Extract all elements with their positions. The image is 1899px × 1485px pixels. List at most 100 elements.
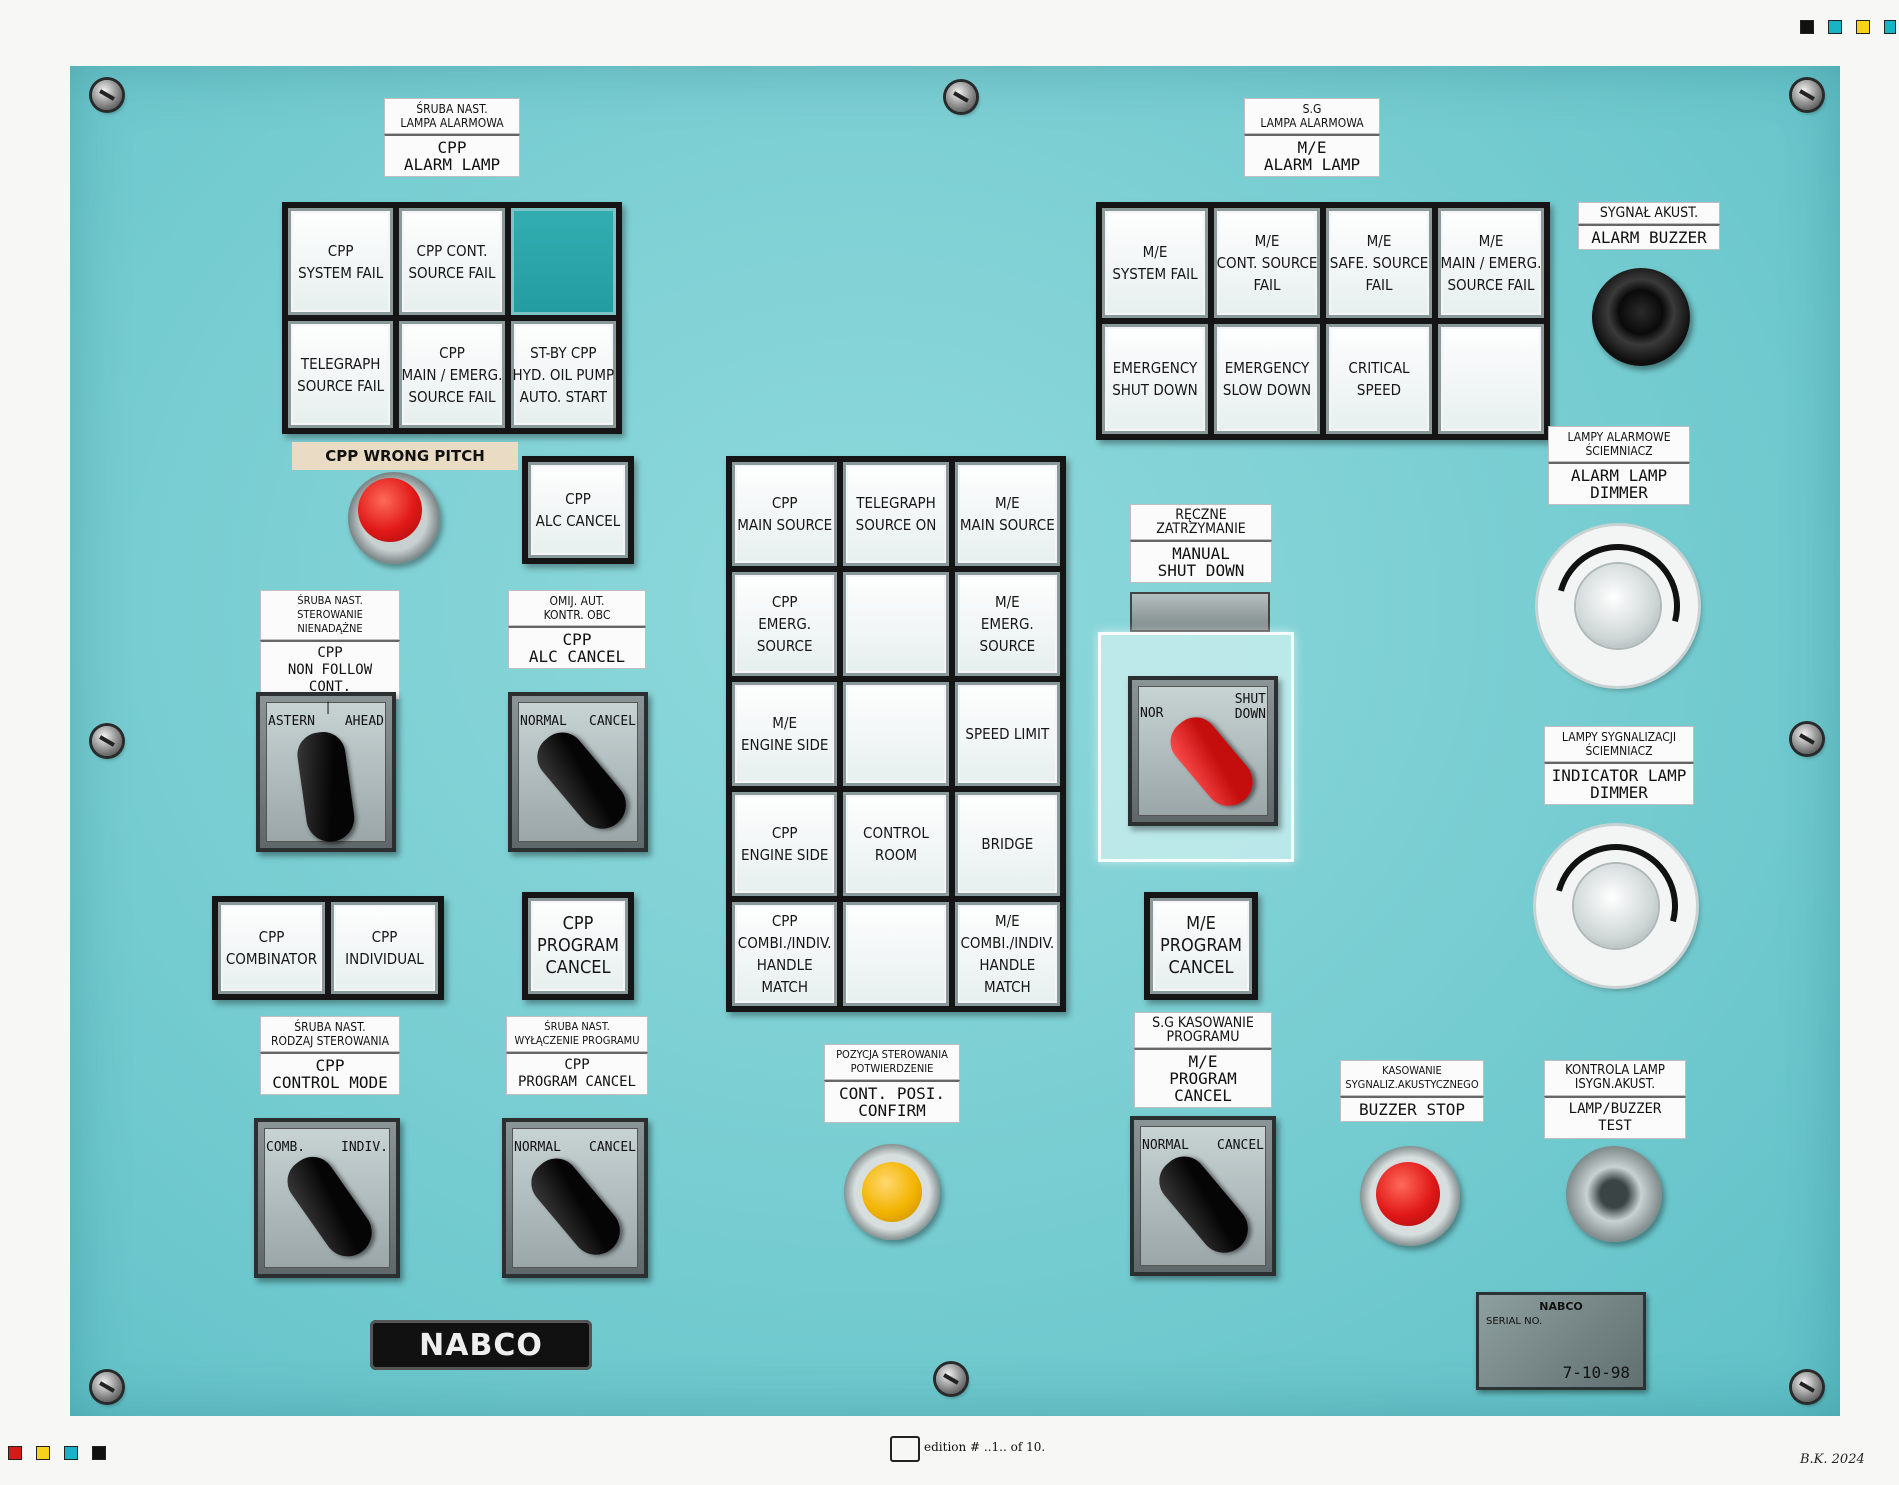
indicator-lamp-tile: EMERGENCY SHUT DOWN	[1102, 324, 1208, 434]
label-cpp-alarm-lamp: ŚRUBA NAST. LAMPA ALARMOWA CPP ALARM LAM…	[384, 98, 520, 177]
indicator-lamp-tile: BRIDGE	[954, 792, 1060, 896]
label-en: M/E ALARM LAMP	[1244, 134, 1380, 177]
dimmer-knob[interactable]	[1576, 564, 1660, 648]
registration-mark-yellow	[1856, 20, 1870, 34]
cover-hinge-plate	[1130, 592, 1270, 632]
label-me-program-cancel: S.G KASOWANIE PROGRAMU M/E PROGRAM CANCE…	[1134, 1012, 1272, 1108]
indicator-lamp-tile: M/E MAIN SOURCE	[954, 462, 1060, 566]
indicator-lamp-tile: CPP COMBI./INDIV. HANDLE MATCH	[732, 902, 838, 1006]
alarm-lamp-dimmer-knob[interactable]	[1533, 521, 1703, 691]
selector-right-label: SHUT DOWN	[1234, 692, 1266, 722]
indicator-lamp-tile: CRITICAL SPEED	[1326, 324, 1432, 434]
indicator-lamp-tile	[510, 208, 616, 315]
cpp-alc-cancel-selector[interactable]: NORMAL CANCEL	[508, 692, 648, 852]
screw	[92, 726, 122, 756]
label-pl: ŚRUBA NAST. RODZAJ STEROWANIA	[260, 1016, 400, 1052]
label-en: CPP PROGRAM CANCEL	[506, 1052, 648, 1095]
yellow-lamp-lens	[862, 1162, 922, 1222]
label-en: CONT. POSI. CONFIRM	[824, 1080, 960, 1123]
red-lamp-lens	[1376, 1162, 1440, 1226]
label-en: CPP CONTROL MODE	[260, 1052, 400, 1095]
registration-mark-black-2	[92, 1446, 106, 1460]
cpp-control-mode-selector[interactable]: COMB. INDIV.	[254, 1118, 400, 1278]
label-lamp-buzzer-test: KONTROLA LAMP ISYGN.AKUST. LAMP/BUZZER T…	[1544, 1060, 1686, 1139]
manual-shut-down-selector[interactable]: NOR SHUT DOWN	[1128, 676, 1278, 826]
indicator-lamp-tile: M/E CONT. SOURCE FAIL	[1214, 208, 1320, 318]
selector-right-label: CANCEL	[1217, 1138, 1264, 1153]
label-cpp-program-cancel: ŚRUBA NAST. WYŁĄCZENIE PROGRAMU CPP PROG…	[506, 1016, 648, 1095]
label-pl: OMIJ. AUT. KONTR. OBC	[508, 590, 646, 626]
dimmer-knob[interactable]	[1574, 864, 1658, 948]
registration-mark-red	[8, 1446, 22, 1460]
selector-right-label: AHEAD	[344, 714, 384, 729]
indicator-lamp-tile: M/E ENGINE SIDE	[732, 682, 838, 786]
indicator-lamp-tile: CPP MAIN / EMERG. SOURCE FAIL	[399, 321, 505, 428]
screw	[92, 1372, 122, 1402]
registration-mark-cyan-3	[64, 1446, 78, 1460]
indicator-lamp-dimmer-knob[interactable]	[1531, 821, 1701, 991]
selector-right-label: CANCEL	[589, 714, 636, 729]
cpp-non-follow-selector[interactable]: ASTERN | AHEAD	[256, 692, 396, 852]
alarm-buzzer	[1592, 268, 1690, 366]
label-alarm-buzzer: SYGNAŁ AKUST. ALARM BUZZER	[1578, 202, 1720, 250]
label-me-alarm-lamp: S.G LAMPA ALARMOWA M/E ALARM LAMP	[1244, 98, 1380, 177]
serial-plate-serial: SERIAL NO.	[1486, 1316, 1543, 1327]
me-program-cancel-lamp: M/E PROGRAM CANCEL	[1144, 892, 1258, 1000]
artist-signature: B.K. 2024	[1800, 1452, 1865, 1467]
label-en: BUZZER STOP	[1340, 1096, 1484, 1122]
red-lamp-lens	[358, 478, 422, 542]
screw	[92, 80, 122, 110]
selector-left-label: ASTERN	[268, 714, 315, 729]
cpp-program-cancel-selector[interactable]: NORMAL CANCEL	[502, 1118, 648, 1278]
label-cpp-wrong-pitch: CPP WRONG PITCH	[292, 442, 518, 470]
selector-left-label: NOR	[1140, 706, 1164, 721]
label-pl: SYGNAŁ AKUST.	[1578, 202, 1720, 224]
edition-text: edition # ..1.. of 10.	[924, 1440, 1046, 1454]
screw	[946, 82, 976, 112]
label-pl: ŚRUBA NAST. LAMPA ALARMOWA	[384, 98, 520, 134]
nabco-nameplate: NABCO	[370, 1320, 592, 1370]
indicator-lamp-tile: CPP EMERG. SOURCE	[732, 572, 838, 676]
label-pl: ŚRUBA NAST. STEROWANIE NIENADĄŻNE	[260, 590, 400, 640]
indicator-lamp-tile: M/E PROGRAM CANCEL	[1150, 898, 1252, 994]
label-buzzer-stop: KASOWANIE SYGNALIZ.AKUSTYCZNEGO BUZZER S…	[1340, 1060, 1484, 1122]
control-panel: ŚRUBA NAST. LAMPA ALARMOWA CPP ALARM LAM…	[70, 66, 1840, 1416]
selector-left-label: COMB.	[266, 1140, 306, 1155]
registration-mark-yellow-2	[36, 1446, 50, 1460]
indicator-lamp-tile: CPP ENGINE SIDE	[732, 792, 838, 896]
indicator-lamp-tile: CONTROL ROOM	[843, 792, 949, 896]
indicator-lamp-tile: M/E EMERG. SOURCE	[954, 572, 1060, 676]
label-pl: LAMPY ALARMOWE ŚCIEMNIACZ	[1548, 426, 1690, 462]
edition-stamp-icon	[890, 1436, 920, 1462]
label-en: CPP NON FOLLOW CONT.	[260, 640, 400, 700]
label-en: LAMP/BUZZER TEST	[1544, 1096, 1686, 1139]
label-indicator-lamp-dimmer: LAMPY SYGNALIZACJI ŚCIEMNIACZ INDICATOR …	[1544, 726, 1694, 805]
label-en: MANUAL SHUT DOWN	[1130, 540, 1272, 583]
selector-left-label: NORMAL	[514, 1140, 561, 1155]
indicator-lamp-tile: M/E COMBI./INDIV. HANDLE MATCH	[954, 902, 1060, 1006]
indicator-lamp-tile: EMERGENCY SLOW DOWN	[1214, 324, 1320, 434]
label-en: CPP ALARM LAMP	[384, 134, 520, 177]
indicator-lamp-tile: TELEGRAPH SOURCE FAIL	[288, 321, 394, 428]
indicator-lamp-tile	[1438, 324, 1544, 434]
selector-left-label: NORMAL	[520, 714, 567, 729]
registration-mark-black	[1800, 20, 1814, 34]
label-pl: POZYCJA STEROWANIA POTWIERDZENIE	[824, 1044, 960, 1080]
indicator-lamp-tile: CPP INDIVIDUAL	[331, 902, 438, 994]
me-program-cancel-selector[interactable]: NORMAL CANCEL	[1130, 1116, 1276, 1276]
lamp-buzzer-test-button[interactable]	[1566, 1146, 1662, 1242]
indicator-lamp-tile: ST-BY CPP HYD. OIL PUMP AUTO. START	[510, 321, 616, 428]
label-en: ALARM LAMP DIMMER	[1548, 462, 1690, 505]
label-en: ALARM BUZZER	[1578, 224, 1720, 250]
serial-plate-date: 7-10-98	[1562, 1363, 1630, 1382]
indicator-lamp-tile: CPP ALC CANCEL	[528, 462, 628, 558]
label-pl: RĘCZNE ZATRZYMANIE	[1130, 504, 1272, 540]
label-pl: ŚRUBA NAST. WYŁĄCZENIE PROGRAMU	[506, 1016, 648, 1052]
indicator-lamp-tile: CPP SYSTEM FAIL	[288, 208, 394, 315]
label-pl: KONTROLA LAMP ISYGN.AKUST.	[1544, 1060, 1686, 1096]
label-en: INDICATOR LAMP DIMMER	[1544, 762, 1694, 805]
